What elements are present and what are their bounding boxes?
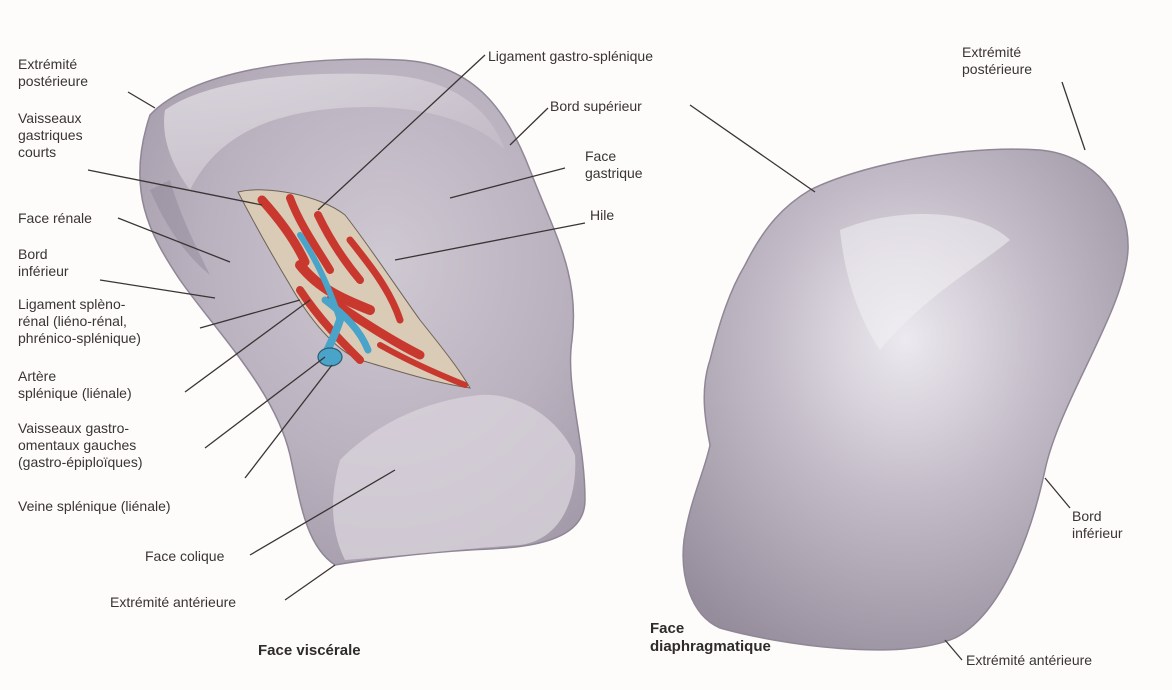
label-vaisseaux-gastriques-courts: Vaisseaux gastriques courts bbox=[18, 110, 83, 161]
label-veine-splenique: Veine splénique (liénale) bbox=[18, 498, 171, 515]
label-ligament-gastrosplenique: Ligament gastro-splénique bbox=[488, 48, 653, 65]
label-extremite-anterieure-left: Extrémité antérieure bbox=[110, 594, 236, 611]
label-face-gastrique: Face gastrique bbox=[585, 148, 643, 182]
spleen-diaphragmatic-face bbox=[683, 149, 1128, 650]
label-hile: Hile bbox=[590, 207, 614, 224]
splenic-vein-cut bbox=[318, 348, 342, 366]
leader-extremite-anterieure-right bbox=[945, 640, 962, 660]
label-bord-superieur: Bord supérieur bbox=[550, 98, 642, 115]
label-extremite-posterieure-right: Extrémité postérieure bbox=[962, 44, 1032, 78]
caption-diaphragmatic-face: Face diaphragmatique bbox=[650, 620, 771, 656]
leader-extremite-posterieure-right bbox=[1062, 82, 1085, 150]
leader-extremite-anterieure-left bbox=[285, 565, 335, 600]
label-extremite-posterieure-left: Extrémité postérieure bbox=[18, 56, 88, 90]
leader-bord-inferieur-right bbox=[1045, 478, 1070, 508]
label-face-renale: Face rénale bbox=[18, 210, 92, 227]
label-vaisseaux-gastro-omentaux: Vaisseaux gastro- omentaux gauches (gast… bbox=[18, 420, 143, 471]
leader-bord-superieur-right bbox=[690, 105, 815, 192]
label-ligament-splenorenal: Ligament splèno- rénal (liéno-rénal, phr… bbox=[18, 296, 141, 347]
leader-bord-superieur bbox=[510, 108, 548, 145]
caption-visceral-face: Face viscérale bbox=[258, 642, 361, 660]
leader-extremite-posterieure-left bbox=[128, 92, 155, 108]
label-extremite-anterieure-right: Extrémité antérieure bbox=[966, 652, 1092, 669]
label-bord-inferieur-left: Bord inférieur bbox=[18, 246, 69, 280]
label-bord-inferieur-right: Bord inférieur bbox=[1072, 508, 1123, 542]
label-artere-splenique: Artère splénique (liénale) bbox=[18, 368, 132, 402]
label-face-colique: Face colique bbox=[145, 548, 224, 565]
